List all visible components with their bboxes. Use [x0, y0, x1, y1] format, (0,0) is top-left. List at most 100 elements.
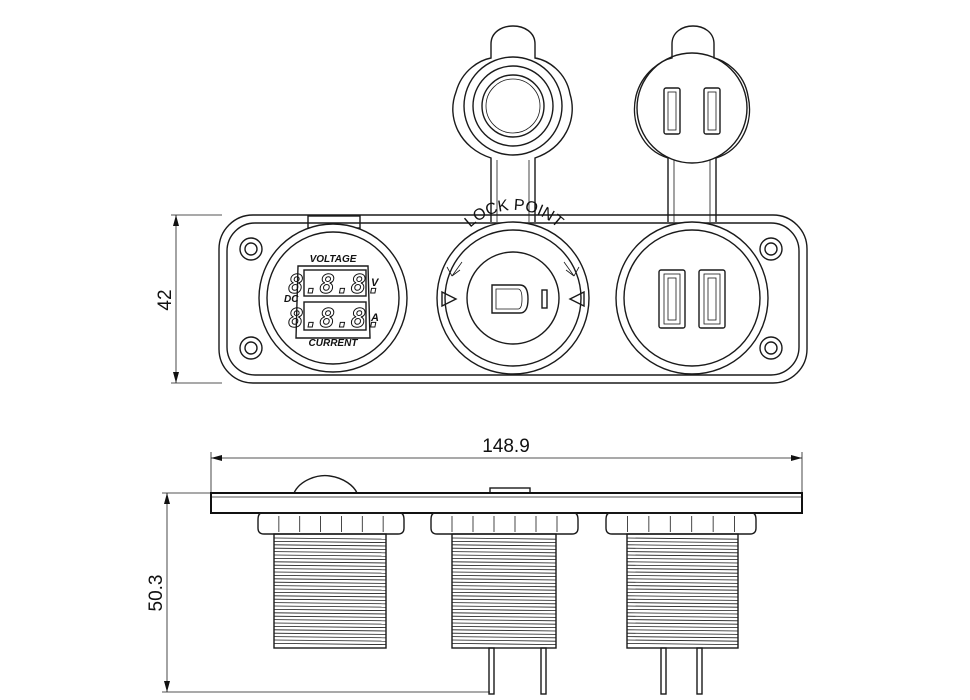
thread-line — [626, 578, 739, 581]
thread-line — [451, 615, 557, 618]
thread-line — [273, 605, 387, 608]
thread-line — [273, 558, 387, 560]
thread-line — [626, 547, 739, 550]
meter-body-side-nut — [257, 512, 405, 535]
thread-line — [451, 639, 557, 642]
thread-line — [451, 609, 557, 611]
thread-line — [626, 575, 739, 577]
thread-line — [273, 544, 387, 547]
thread-line — [626, 626, 739, 628]
thread-line — [451, 558, 557, 560]
thread-line — [626, 643, 739, 645]
thread-line — [273, 598, 387, 601]
thread-line — [451, 592, 557, 594]
thread-line — [451, 585, 557, 588]
thread-line — [451, 561, 557, 564]
thread-line — [626, 612, 739, 615]
thread-line — [273, 592, 387, 594]
thread-line — [451, 588, 557, 591]
thread-line — [273, 554, 387, 557]
voltage-digits: 8.8.8. — [288, 270, 382, 300]
thread-line — [273, 619, 387, 622]
dimension-42-label: 42 — [155, 289, 176, 310]
thread-line — [626, 598, 739, 601]
thread-line — [626, 609, 739, 611]
thread-line — [626, 615, 739, 618]
thread-line — [273, 547, 387, 550]
thread-line — [273, 585, 387, 588]
thread-line — [451, 541, 557, 543]
thread-line — [273, 643, 387, 645]
dimension-height-front: 42 — [155, 214, 222, 384]
thread-line — [273, 551, 387, 554]
thread-line — [273, 626, 387, 628]
thread-line — [451, 629, 557, 632]
thread-line — [626, 585, 739, 588]
thread-line — [451, 622, 557, 625]
thread-line — [451, 568, 557, 571]
thread-line — [626, 588, 739, 591]
thread-line — [273, 629, 387, 632]
dimension-height-side: 50.3 — [146, 492, 490, 693]
thread-line — [626, 541, 739, 543]
thread-line — [273, 578, 387, 581]
usb-body-side-nut — [605, 512, 757, 535]
volt-amp-meter: VOLTAGE CURRENT DC V A 8.8.8. 8.8.8. — [258, 215, 408, 373]
socket-bodies-side — [257, 512, 757, 649]
thread-line — [451, 626, 557, 628]
thread-line — [451, 544, 557, 547]
thread-line — [273, 639, 387, 642]
thread-line — [626, 622, 739, 625]
thread-line — [451, 636, 557, 639]
terminal-pins — [488, 647, 703, 695]
mounting-holes — [239, 237, 783, 360]
thread-line — [626, 561, 739, 564]
thread-line — [626, 636, 739, 639]
dimension-148-9-label: 148.9 — [482, 436, 530, 457]
thread-line — [451, 632, 557, 635]
thread-line — [451, 595, 557, 598]
thread-line — [626, 605, 739, 608]
thread-line — [626, 581, 739, 584]
meter-body-side-thread — [273, 533, 387, 649]
thread-line — [273, 609, 387, 611]
thread-line — [626, 554, 739, 557]
cigarette-socket: LOCK POINT — [436, 25, 590, 375]
thread-line — [273, 571, 387, 574]
thread-line — [273, 632, 387, 635]
current-label: CURRENT — [309, 338, 359, 349]
thread-line — [451, 578, 557, 581]
thread-line — [451, 581, 557, 584]
thread-line — [451, 575, 557, 577]
thread-line — [626, 564, 739, 567]
thread-line — [451, 547, 557, 550]
thread-line — [273, 561, 387, 564]
thread-line — [273, 595, 387, 598]
thread-line — [273, 575, 387, 577]
thread-line — [273, 588, 387, 591]
side-view: 148.9 50.3 — [146, 436, 803, 695]
amp-unit-label: A — [370, 312, 379, 324]
dc-label: DC — [284, 294, 299, 305]
thread-line — [626, 558, 739, 560]
thread-line — [273, 612, 387, 615]
thread-line — [273, 568, 387, 571]
thread-line — [451, 619, 557, 622]
thread-line — [273, 622, 387, 625]
thread-line — [626, 568, 739, 571]
thread-line — [273, 581, 387, 584]
dimension-50-3-label: 50.3 — [146, 575, 167, 612]
thread-line — [626, 537, 739, 540]
thread-line — [451, 564, 557, 567]
thread-line — [273, 602, 387, 605]
thread-line — [273, 541, 387, 543]
thread-line — [626, 595, 739, 598]
thread-line — [451, 598, 557, 601]
volt-unit-label: V — [371, 277, 380, 289]
front-view: VOLTAGE CURRENT DC V A 8.8.8. 8.8.8. — [155, 25, 808, 384]
usb-body-side-thread — [626, 533, 739, 649]
thread-line — [626, 571, 739, 574]
thread-line — [451, 551, 557, 554]
thread-line — [451, 643, 557, 645]
